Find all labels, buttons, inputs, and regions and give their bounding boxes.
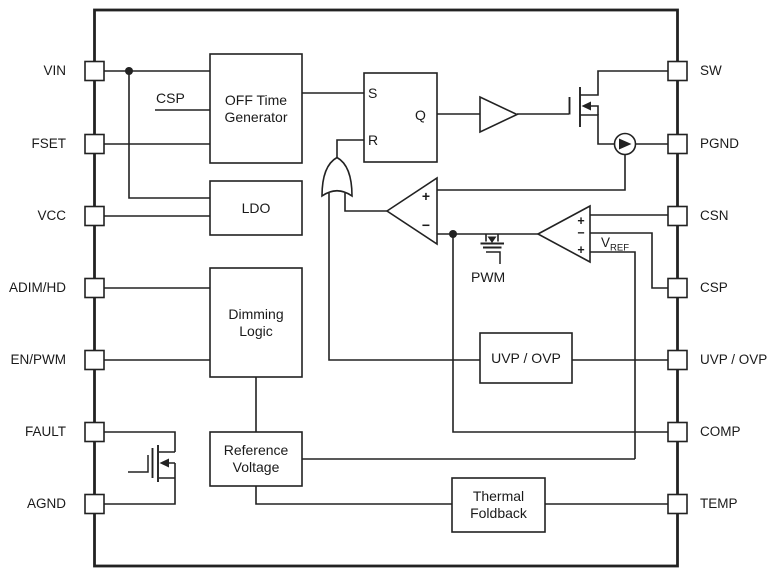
pin-pad-uvp-ovp: [667, 349, 688, 371]
pin-label-sw: SW: [700, 63, 722, 78]
pin-pad-pgnd: [667, 133, 688, 155]
pin-pad-comp: [667, 421, 688, 443]
uvp-ovp-box: [479, 332, 573, 384]
pin-label-en-pwm: EN/PWM: [10, 352, 67, 367]
pin-label-uvp-ovp: UVP / OVP: [700, 352, 768, 367]
off-time-line2: Generator: [224, 108, 288, 125]
vref-label: VREF: [601, 235, 629, 257]
ldo-label: LDO: [210, 181, 302, 235]
off-time-line1: OFF Time: [224, 91, 288, 108]
pin-label-vcc: VCC: [37, 208, 66, 223]
pin-label-adim-hd: ADIM/HD: [9, 280, 66, 295]
vref-base: V: [601, 235, 611, 250]
current-sense-amp-icon: [536, 204, 591, 264]
reference-voltage-label: Reference Voltage: [210, 432, 302, 486]
sr-latch: [363, 72, 438, 163]
pin-pad-agnd: [84, 493, 105, 515]
thermal-line1: Thermal: [472, 488, 525, 504]
pin-label-fault: FAULT: [24, 424, 66, 439]
ldo-box: [209, 180, 303, 236]
sense-amp-plus-top-sign: +: [577, 214, 585, 228]
dimming-line1: Dimming: [228, 305, 284, 322]
latch-s-label: S: [368, 85, 378, 101]
pin-label-comp: COMP: [700, 424, 741, 439]
sense-amp-minus-sign: −: [577, 226, 585, 240]
block-outlines: [209, 53, 573, 533]
fault-mosfet-icon: [104, 431, 176, 505]
refv-line2: Voltage: [232, 459, 280, 475]
pwm-comparator-plus-sign: +: [421, 188, 431, 204]
current-source-icon: [613, 132, 637, 156]
pin-pad-sw: [667, 60, 688, 82]
refv-line1: Reference: [223, 442, 289, 458]
pwm-label: PWM: [471, 269, 506, 285]
ldo-text: LDO: [241, 199, 271, 216]
pin-pad-adim-hd: [84, 277, 105, 299]
power-mosfet-icon: [568, 87, 591, 127]
pin-label-pgnd: PGND: [700, 136, 740, 151]
sense-amp-plus-bottom-sign: +: [577, 243, 585, 257]
off-time-generator-box: [209, 53, 303, 164]
dimming-logic-box: [209, 267, 303, 378]
uvp-ovp-label: UVP / OVP: [480, 333, 572, 383]
pwm-comparator-icon: [385, 176, 438, 246]
pin-label-csp: CSP: [700, 280, 728, 295]
vref-subscript: REF: [610, 242, 630, 254]
dimming-logic-label: Dimming Logic: [210, 268, 302, 377]
pin-pad-csp: [667, 277, 688, 299]
dimming-line2: Logic: [239, 322, 273, 339]
thermal-foldback-label: Thermal Foldback: [452, 478, 545, 532]
or-gate-icon: [321, 156, 353, 198]
pin-pad-fset: [84, 133, 105, 155]
pin-pad-en-pwm: [84, 349, 105, 371]
thermal-line2: Foldback: [470, 505, 527, 521]
pin-label-agnd: AGND: [26, 496, 66, 511]
pin-pad-fault: [84, 421, 105, 443]
pin-pad-csn: [667, 205, 688, 227]
reference-voltage-box: [209, 431, 303, 487]
pwm-mosfet-icon: [480, 234, 504, 264]
pin-label-vin: VIN: [43, 63, 66, 78]
pin-pad-vin: [84, 60, 105, 82]
csp-wire-label: CSP: [156, 90, 185, 106]
latch-r-label: R: [368, 132, 379, 148]
uvp-ovp-text: UVP / OVP: [491, 349, 561, 366]
latch-q-label: Q: [415, 107, 426, 123]
pwm-comparator-minus-sign: −: [421, 217, 431, 233]
thermal-foldback-box: [451, 477, 546, 533]
pin-label-temp: TEMP: [700, 496, 738, 511]
pin-label-csn: CSN: [700, 208, 729, 223]
junction-dots: [125, 67, 457, 238]
gate-driver-buffer-icon: [479, 95, 519, 134]
wires: [104, 70, 668, 505]
pin-pad-vcc: [84, 205, 105, 227]
pin-pad-temp: [667, 493, 688, 515]
pin-label-fset: FSET: [31, 136, 66, 151]
pin-pads: [84, 60, 688, 515]
off-time-generator-label: OFF Time Generator: [210, 54, 302, 163]
